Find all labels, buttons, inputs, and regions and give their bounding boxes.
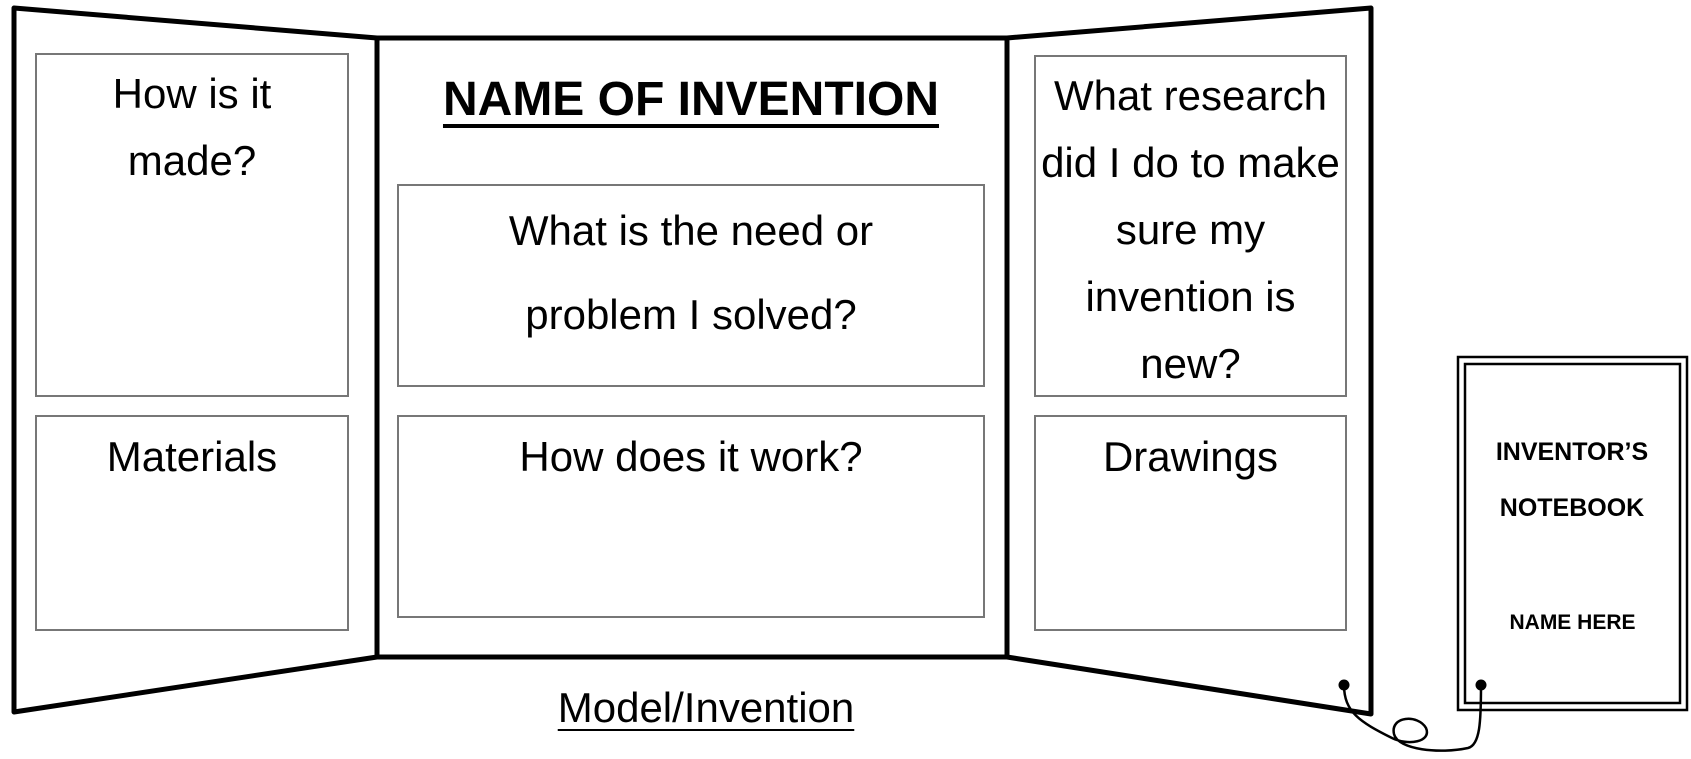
- center-panel: [374, 35, 1010, 660]
- notebook-inner: [1463, 362, 1682, 705]
- research-box: What research did I do to make sure my i…: [1041, 72, 1340, 387]
- how-made-box-frame: [35, 53, 349, 397]
- invention-name-title: NAME OF INVENTION: [442, 73, 939, 126]
- connecting-string: [1342, 683, 1483, 752]
- materials-box-frame: [35, 415, 349, 631]
- drawings-box: Drawings: [1102, 433, 1279, 480]
- need-box-frame: [397, 184, 985, 387]
- model-invention-label: Model/Invention: [557, 684, 855, 731]
- research-box-frame: [1034, 55, 1347, 397]
- materials-box: Materials: [106, 433, 278, 480]
- how-work-box-frame: [397, 415, 985, 618]
- notebook-title: INVENTOR’S NOTEBOOK: [1495, 438, 1649, 522]
- need-problem-box: What is the need or problem I solved?: [508, 207, 874, 338]
- how-made-box: How is it made?: [112, 70, 272, 184]
- drawings-box-frame: [1034, 415, 1347, 631]
- notebook-name-field: NAME HERE: [1509, 611, 1636, 634]
- how-work-box: How does it work?: [519, 433, 863, 480]
- right-panel: [1004, 5, 1374, 717]
- notebook-outer: [1456, 355, 1689, 712]
